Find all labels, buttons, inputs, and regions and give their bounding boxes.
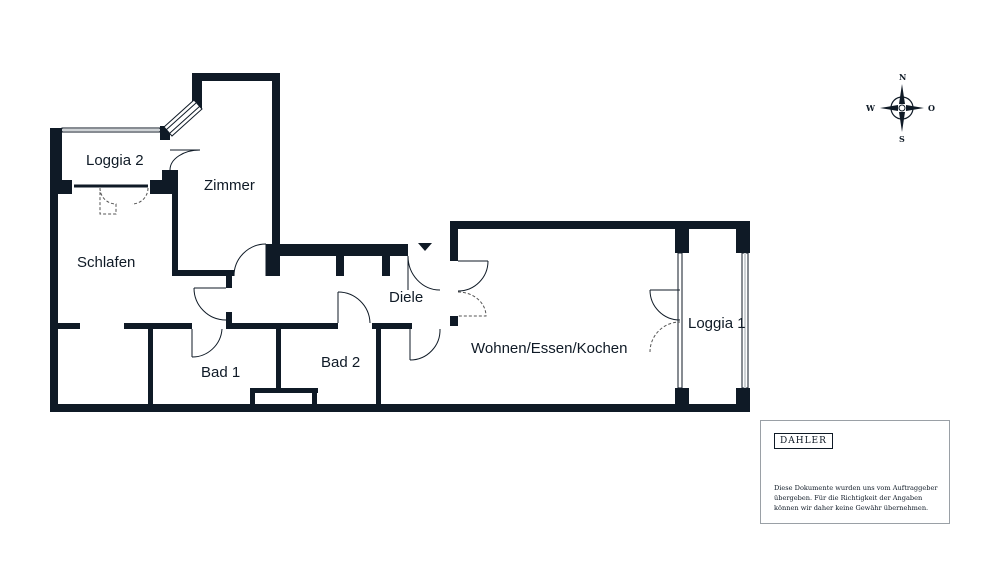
compass-west: W bbox=[865, 103, 876, 113]
loggia2-door-swing bbox=[169, 149, 201, 171]
compass-north: N bbox=[899, 72, 906, 82]
diele-bottom-wall bbox=[372, 323, 412, 329]
schlafen-wall-left bbox=[58, 323, 80, 329]
room-label-loggia2: Loggia 2 bbox=[86, 152, 144, 169]
loggia2-top-pillar bbox=[160, 126, 170, 140]
zimmer-top-wall bbox=[192, 73, 280, 81]
wohnen-top-wall bbox=[450, 221, 750, 229]
room-label-wohnen: Wohnen/Essen/Kochen bbox=[471, 340, 628, 357]
wohnen-dashed-swing bbox=[457, 291, 487, 317]
disclaimer-line: Diese Dokumente wurden uns vom Auftragge… bbox=[774, 484, 938, 492]
room-label-loggia1: Loggia 1 bbox=[688, 315, 746, 332]
zimmer-corner-wall bbox=[192, 73, 202, 109]
loggia1-dashed-swing bbox=[649, 321, 681, 353]
disclaimer-line: übergeben. Für die Richtigkeit der Angab… bbox=[774, 494, 923, 502]
zimmer-bay-window bbox=[163, 99, 203, 137]
interior-walls bbox=[58, 276, 412, 408]
loggia1-door-swing bbox=[649, 289, 681, 321]
loggia1-pillar-bottom-left bbox=[675, 388, 689, 412]
diele-bottom-door-swing bbox=[409, 328, 441, 361]
zimmer-door-swing bbox=[233, 243, 267, 277]
dashed-swings bbox=[99, 187, 681, 353]
wohnen-left-top bbox=[450, 221, 458, 261]
zimmer-left-wall bbox=[172, 170, 178, 276]
wohnen-door-swing-top bbox=[457, 260, 489, 292]
loggia2-bottom-left-pillar bbox=[58, 180, 72, 194]
loggia2-dashed-1 bbox=[99, 187, 117, 215]
loggia1-pillar-top-left bbox=[675, 221, 689, 253]
diele-left-stub-2 bbox=[226, 312, 232, 329]
zimmer-bay-line-1 bbox=[165, 102, 197, 131]
bad-shaft-top bbox=[250, 388, 318, 393]
bad-top-wall bbox=[228, 323, 338, 329]
entrance-door-swing bbox=[407, 255, 441, 291]
loggia1-pillar-bottom-right bbox=[736, 388, 750, 412]
loggia1-pillar-top-right bbox=[736, 221, 750, 253]
bad-divider-wall bbox=[276, 323, 281, 393]
schlafen-wall-right bbox=[124, 323, 192, 329]
room-label-zimmer: Zimmer bbox=[204, 177, 255, 194]
exterior-walls bbox=[50, 73, 750, 412]
entrance-arrow-icon bbox=[418, 243, 432, 251]
bad2-door-swing bbox=[337, 291, 371, 324]
bottom-wall bbox=[50, 404, 750, 412]
room-label-bad1: Bad 1 bbox=[201, 364, 240, 381]
room-label-diele: Diele bbox=[389, 289, 423, 306]
loggia2-dashed-2 bbox=[131, 187, 149, 205]
compass-rose-icon: N S W O bbox=[865, 72, 935, 144]
diele-stub-2 bbox=[382, 244, 390, 276]
zimmer-bottom-wall bbox=[172, 270, 234, 276]
zimmer-bay-line-2 bbox=[169, 105, 201, 134]
legend-box: DAHLER Diese Dokumente wurden uns vom Au… bbox=[760, 420, 950, 524]
bad1-left-wall bbox=[148, 323, 153, 408]
room-label-bad2: Bad 2 bbox=[321, 354, 360, 371]
diele-stub-1 bbox=[336, 244, 344, 276]
bad-shaft-left bbox=[250, 388, 255, 408]
schlafen-door-swing bbox=[193, 287, 227, 321]
doors bbox=[169, 149, 681, 361]
bad1-door-swing bbox=[191, 328, 223, 358]
zimmer-right-wall bbox=[272, 73, 280, 251]
room-label-schlafen: Schlafen bbox=[77, 254, 135, 271]
bad2-right-wall bbox=[376, 323, 381, 408]
loggia2-right-pillar bbox=[150, 180, 162, 194]
compass-east: O bbox=[928, 103, 935, 113]
loggia2-left-pillar bbox=[50, 128, 62, 192]
wohnen-left-stub bbox=[450, 316, 458, 326]
brand-logo: DAHLER bbox=[774, 433, 833, 449]
diele-left-stub bbox=[226, 276, 232, 288]
bad-shaft-right bbox=[312, 388, 317, 408]
left-wall bbox=[50, 128, 58, 412]
disclaimer-line: können wir daher keine Gewähr übernehmen… bbox=[774, 504, 929, 512]
compass-south: S bbox=[899, 134, 905, 144]
zimmer-pillar bbox=[162, 170, 178, 194]
disclaimer-text: Diese Dokumente wurden uns vom Auftragge… bbox=[774, 483, 944, 513]
